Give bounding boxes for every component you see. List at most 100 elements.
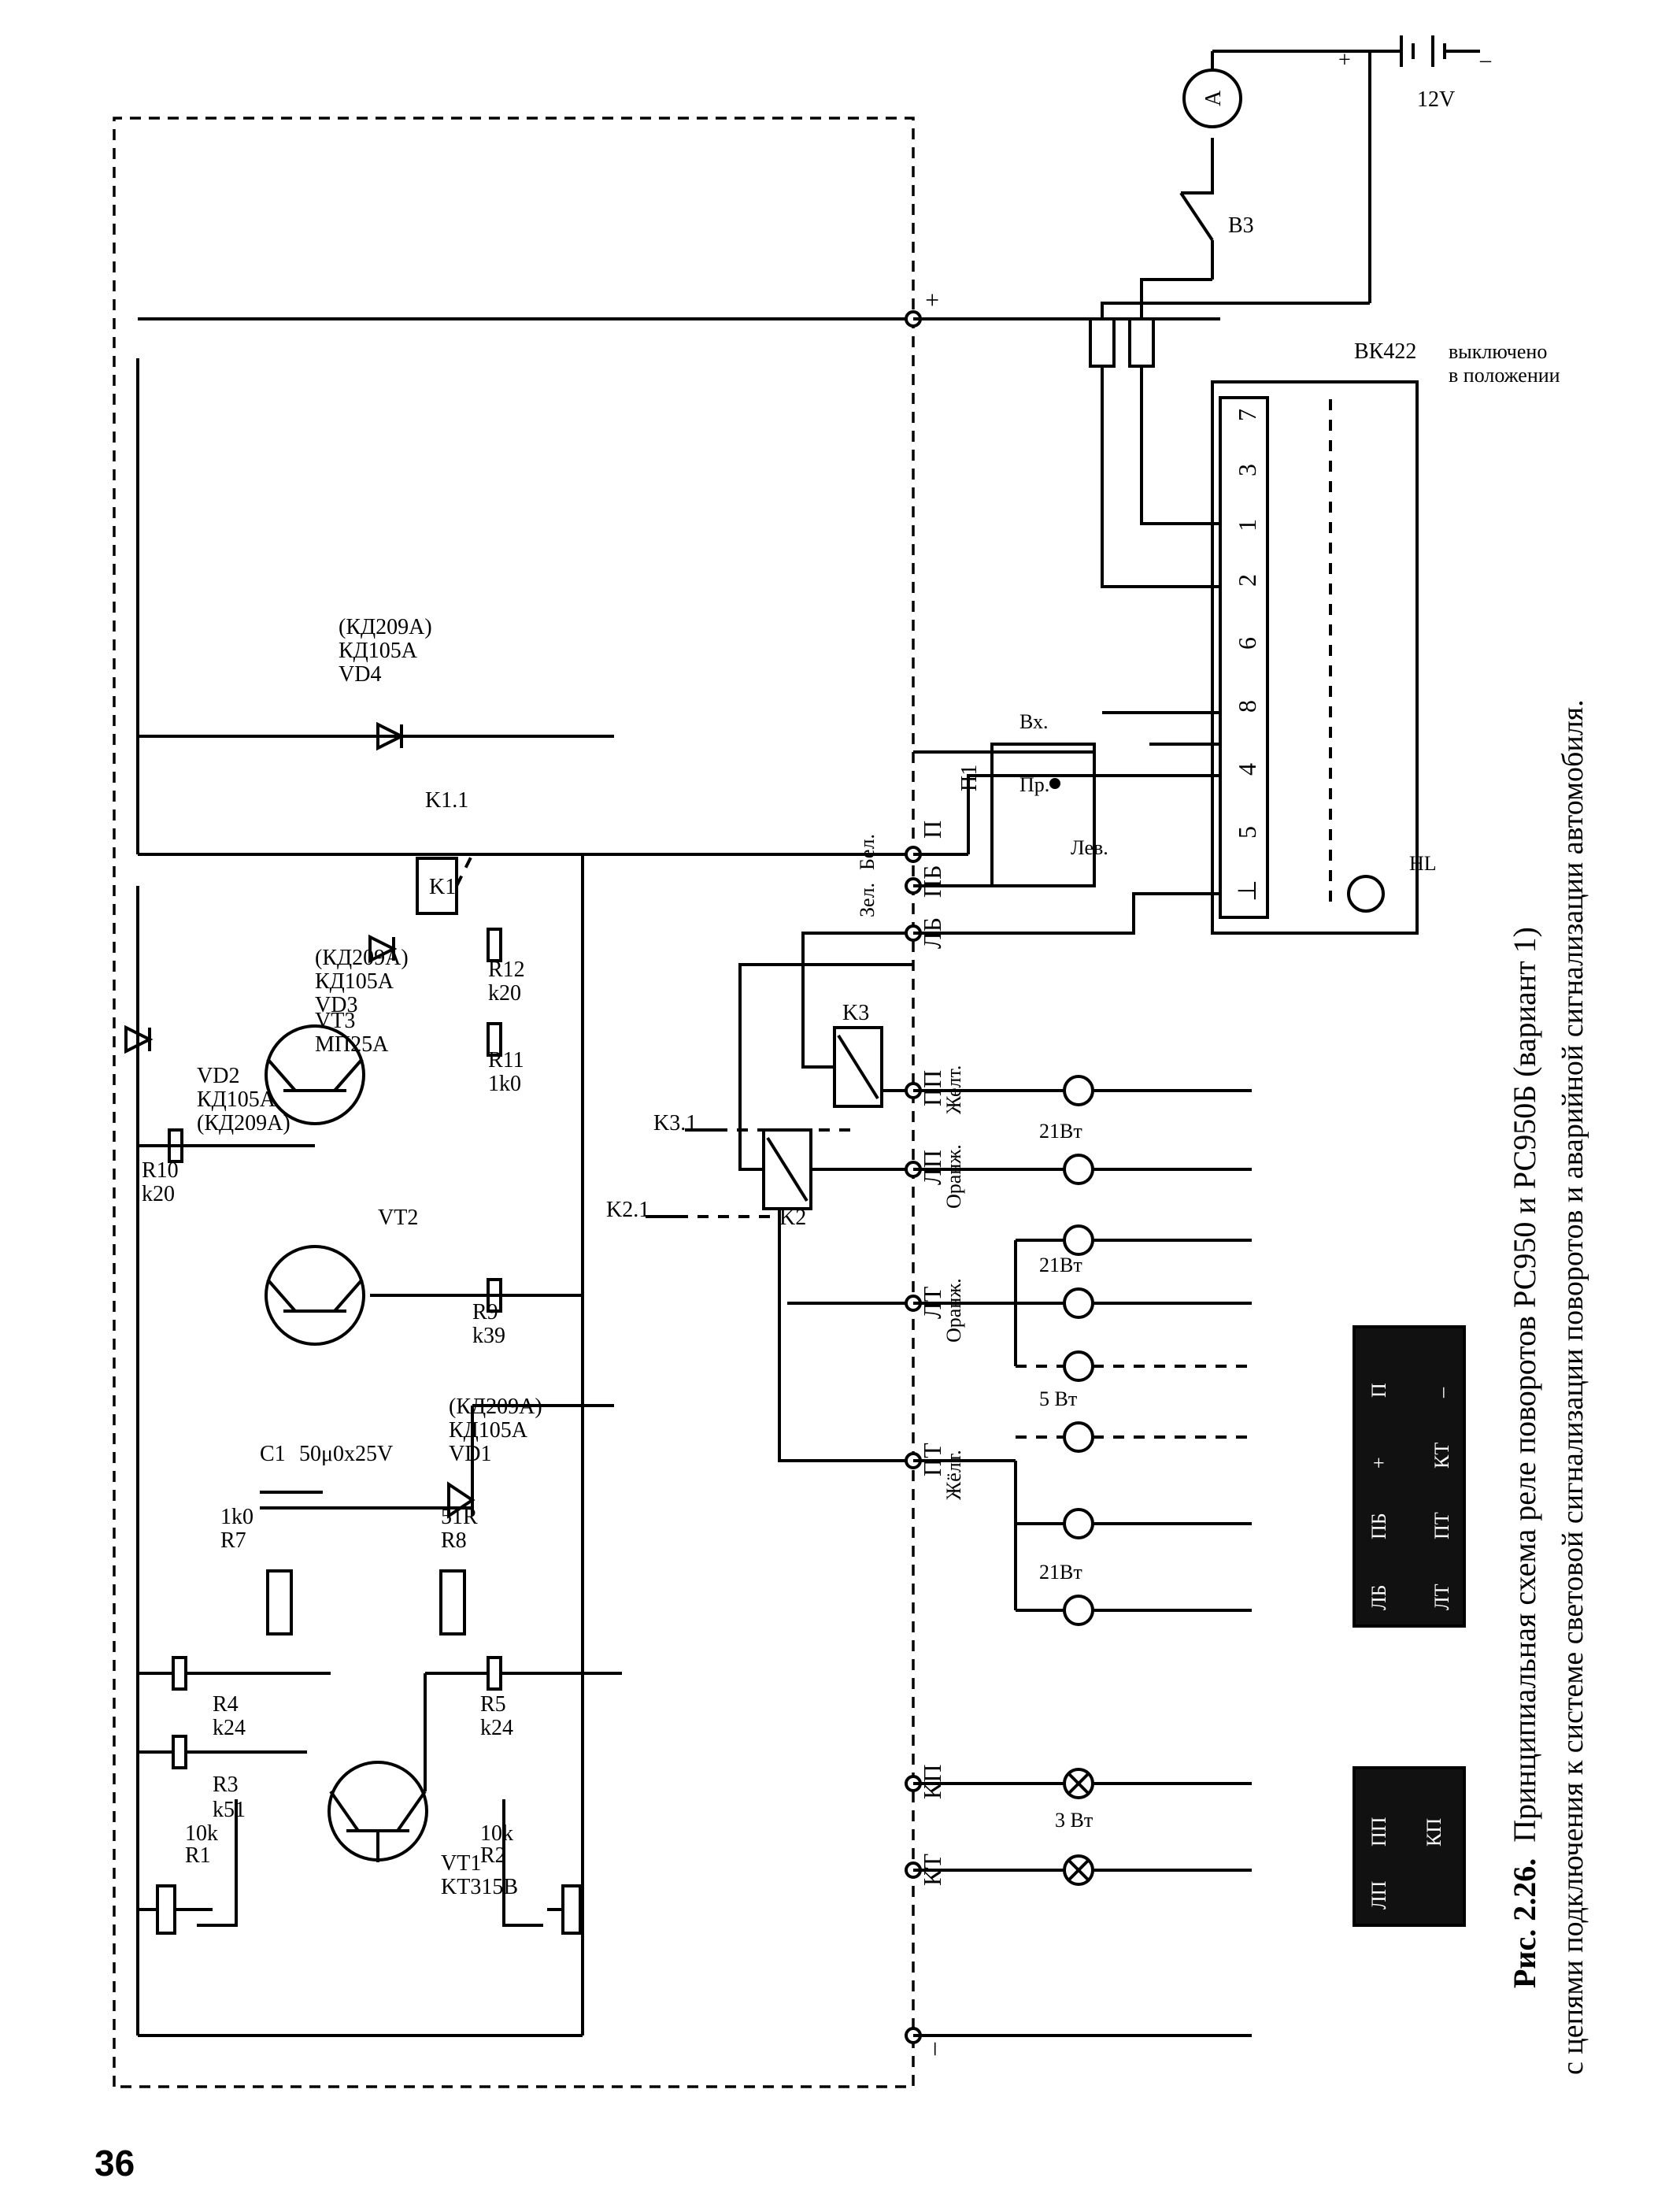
- connector-pin: ПБ: [1367, 1513, 1390, 1539]
- r11-value: 1k0: [488, 1072, 521, 1096]
- vd1-label: VD1: [449, 1442, 491, 1466]
- lamp-kt: [1063, 1854, 1252, 1886]
- lamp-power-label: 21Вт: [1039, 1254, 1082, 1276]
- bk422-note: выключено: [1449, 340, 1547, 363]
- caption-line-1: Принципиальная схема реле поворотов РС95…: [1507, 927, 1542, 1843]
- vt2-label: VT2: [378, 1206, 418, 1230]
- r11-label: R11: [488, 1048, 524, 1072]
- vd4-value: КД105А: [339, 639, 418, 663]
- r3-resistor: R3 k51: [138, 1735, 307, 1822]
- k2-label: K2: [779, 1206, 806, 1230]
- battery-plus: +: [1338, 48, 1351, 72]
- vd4-alt: (КД209А): [339, 615, 432, 639]
- connector-pin: П: [1367, 1383, 1390, 1398]
- r4-label: R4: [213, 1692, 239, 1717]
- r1-label: R1: [185, 1843, 211, 1868]
- k31-contact: K3.1: [653, 1111, 716, 1135]
- connector-pin: +: [1367, 1457, 1390, 1469]
- k11-label: K1.1: [425, 788, 468, 813]
- switch-pin: 5: [1233, 826, 1261, 839]
- k21-contact: K2.1: [606, 1198, 677, 1222]
- vt3-transistor: VT3 MП25А: [265, 1009, 389, 1125]
- k1-label: K1: [429, 875, 456, 899]
- r10-resistor: R10 k20: [138, 1128, 315, 1206]
- k2-relay: K2: [762, 1128, 812, 1230]
- terminal-row: – КТ КП ПТ ЛТ ЛП ПП ЛБ ПБ П +: [905, 293, 946, 2056]
- r10-label: R10: [142, 1158, 179, 1183]
- vd2-diode: VD2 КД105А (КД209А): [124, 1024, 290, 1135]
- connector-pin: ЛБ: [1367, 1584, 1390, 1610]
- lamp-lt-1: [1016, 1287, 1252, 1319]
- ammeter-label: A: [1201, 90, 1226, 106]
- vd1-value: КД105А: [449, 1418, 528, 1443]
- c1-value: 50μ0x25V: [299, 1442, 393, 1466]
- vd4-diode: VD4 КД105А (КД209А): [339, 615, 432, 751]
- connector-pin: ЛП: [1367, 1880, 1390, 1910]
- bk422-switch: ⊥ 5 4 8 6 2 1 3 7 HL ВК422 в положении в…: [1211, 339, 1560, 935]
- lamp-power-label: 3 Вт: [1055, 1809, 1093, 1832]
- vt3-label: VT3: [315, 1009, 355, 1033]
- bk422-label: ВК422: [1354, 339, 1416, 364]
- battery-minus: –: [1479, 48, 1492, 72]
- lamp-kp: [1063, 1768, 1252, 1799]
- vd3-label: VD3: [315, 993, 357, 1017]
- bk422-note: в положении: [1449, 364, 1560, 387]
- figure-caption: Рис. 2.26. Принципиальная схема реле пов…: [1507, 699, 1589, 2075]
- vd2-value: КД105А: [197, 1087, 276, 1112]
- vd2-alt: (КД209А): [197, 1111, 290, 1135]
- vd3-diode: VD3 КД105А (КД209А): [315, 934, 409, 1017]
- r3-label: R3: [213, 1773, 239, 1797]
- vd3-alt: (КД209А): [315, 946, 409, 970]
- relay-housing: [113, 117, 915, 2088]
- p1-lev: Лев.: [1071, 836, 1108, 859]
- lamp-side-2: [1016, 1350, 1252, 1382]
- terminal-label: ПП: [918, 1070, 946, 1106]
- vd3-value: КД105А: [315, 969, 394, 994]
- caption-figure-number: Рис. 2.26.: [1507, 1858, 1542, 1988]
- vt1-label: VT1: [441, 1851, 481, 1876]
- lamp-lt-2: [1014, 1224, 1252, 1303]
- wire-label: Оранж.: [942, 1144, 965, 1209]
- terminal-label: ЛП: [918, 1150, 946, 1185]
- p1-vx: Вх.: [1019, 710, 1049, 733]
- terminal-label: +: [918, 293, 946, 307]
- k3-label: K3: [842, 1001, 869, 1025]
- lamp-pp: [1063, 1075, 1252, 1106]
- connector-pin: КП: [1423, 1818, 1445, 1847]
- k1-relay: K1 K1.1: [416, 788, 474, 915]
- r7-value: 1k0: [220, 1505, 253, 1529]
- r9-value: k39: [472, 1324, 505, 1348]
- connector-pin: ПТ: [1430, 1512, 1453, 1539]
- r1-value: 10k: [185, 1821, 218, 1846]
- switch-pin: 3: [1233, 464, 1261, 476]
- switch-pin: 8: [1233, 700, 1261, 713]
- b3-label: В3: [1228, 213, 1254, 238]
- c1-capacitor: C1 50μ0x25V: [260, 1442, 393, 1510]
- vt1-transistor: VT1 KT315B: [327, 1673, 518, 1899]
- r7-resistor: R7 1k0: [220, 1505, 293, 1635]
- r4-value: k24: [213, 1716, 246, 1740]
- k3-relay: K3: [833, 1001, 883, 1108]
- wire-label: Зел.: [856, 883, 879, 917]
- switch-pin: 7: [1233, 409, 1261, 421]
- r12-resistor: R12 k20: [487, 928, 525, 1006]
- battery-label: 12V: [1417, 87, 1455, 112]
- connector-pin: –: [1430, 1387, 1453, 1398]
- switch-pin-strip: ⊥ 5 4 8 6 2 1 3 7: [1219, 396, 1269, 919]
- wire-label: Жёлт.: [942, 1450, 965, 1500]
- lamp-group: 3 Вт: [913, 317, 1252, 2037]
- vt2-transistor: VT2: [265, 1206, 418, 1346]
- k21-label: K2.1: [606, 1198, 649, 1222]
- wire-label: Бел.: [856, 834, 879, 870]
- lamp-lp: [1063, 1154, 1252, 1185]
- r2-label: R2: [480, 1843, 506, 1868]
- switch-pin: 4: [1233, 763, 1261, 776]
- lamp-power-label: 5 Вт: [1039, 1387, 1077, 1410]
- switch-pin: 6: [1233, 637, 1261, 650]
- lamp-pt-1: [1016, 1595, 1252, 1626]
- r10-value: k20: [142, 1182, 175, 1206]
- r9-resistor: R9 k39: [370, 1278, 583, 1348]
